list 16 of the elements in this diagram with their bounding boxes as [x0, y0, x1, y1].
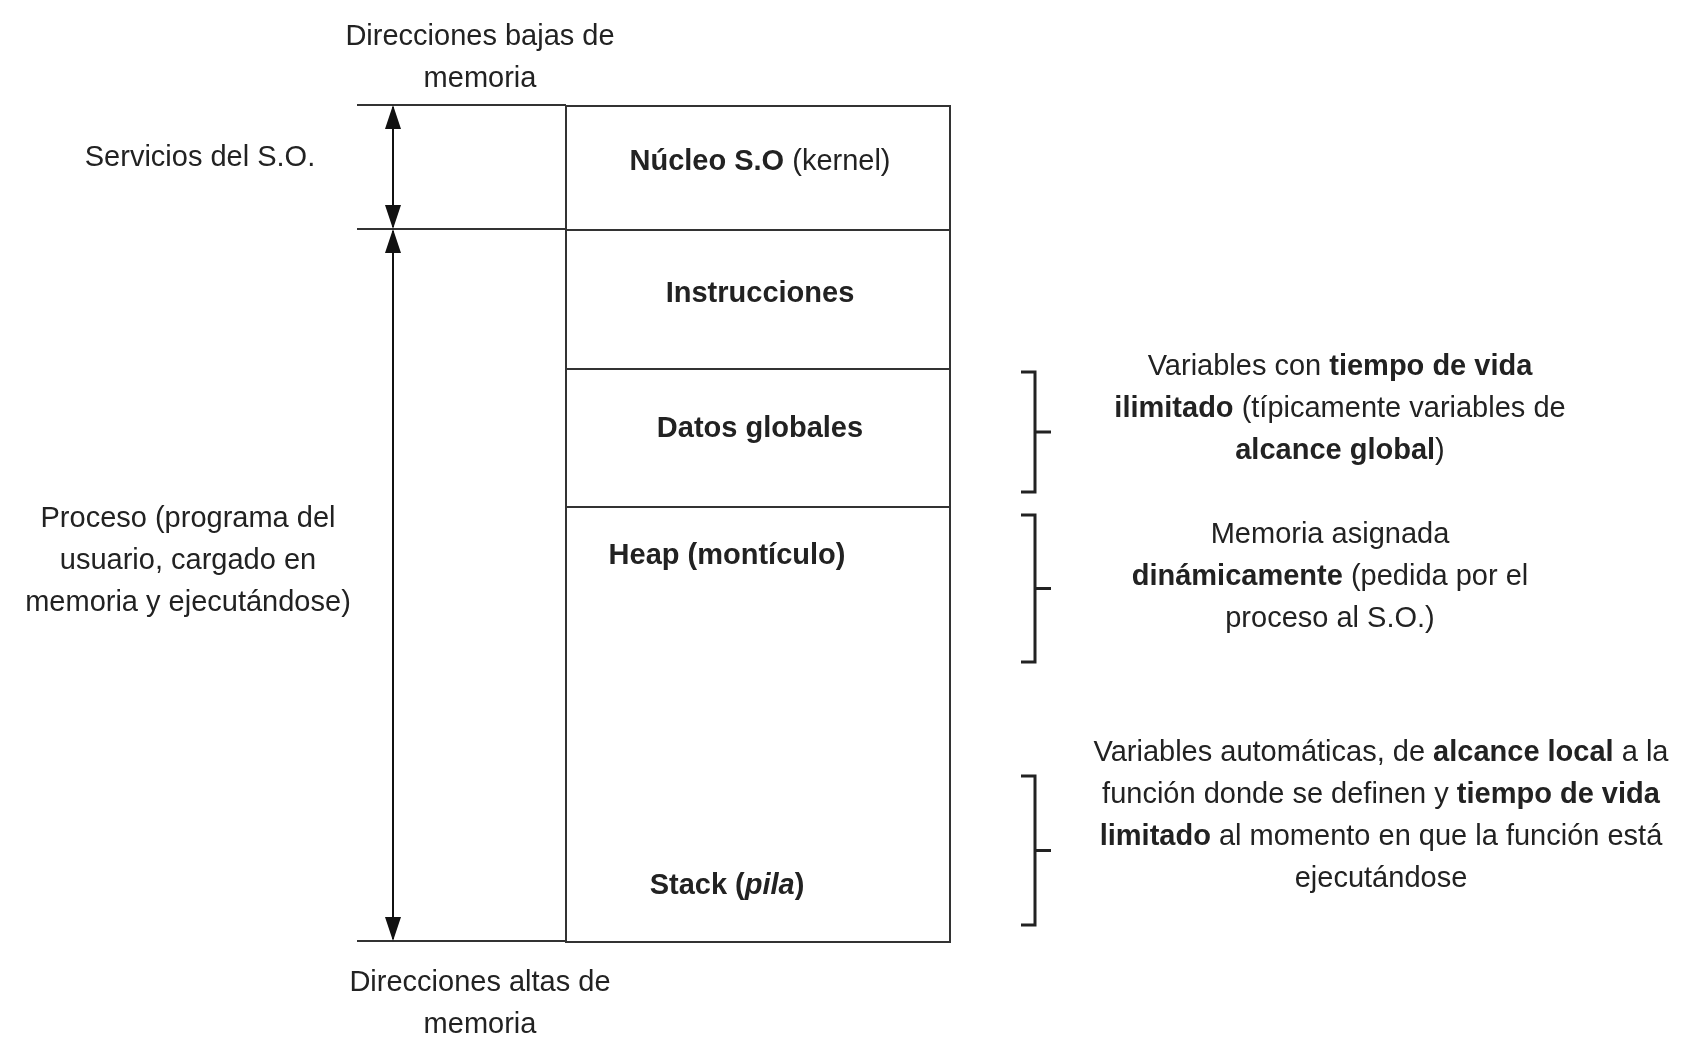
annotation-text: Memoria asignada dinámicamente (pedida por el proceso al S.O.) — [1130, 516, 1530, 635]
annotation-text: Variables con tiempo de vida ilimitado (típicamente variables de alcance global) — [1113, 348, 1567, 467]
segment-label: Instrucciones — [664, 275, 856, 310]
memory-segment — [565, 368, 951, 508]
memory-segment — [565, 105, 951, 231]
address-label: Direcciones bajas de memoria — [344, 18, 616, 95]
segment-label: Heap (montículo) — [607, 537, 847, 572]
memory-segment — [565, 229, 951, 370]
annotation-text: Variables automáticas, de alcance local a la función donde se definen y tiempo de vida limitado al momento en que la función está ejecutándose — [1092, 734, 1670, 895]
segment-label: Núcleo S.O (kernel) — [628, 143, 892, 178]
memory-segment — [565, 506, 951, 943]
address-label: Direcciones altas de memoria — [348, 964, 612, 1041]
side-label: Proceso (programa del usuario, cargado en memoria y ejecutándose) — [24, 500, 352, 619]
side-label: Servicios del S.O. — [83, 139, 317, 174]
segment-label: Stack (pila) — [648, 867, 806, 902]
segment-label: Datos globales — [655, 410, 865, 445]
